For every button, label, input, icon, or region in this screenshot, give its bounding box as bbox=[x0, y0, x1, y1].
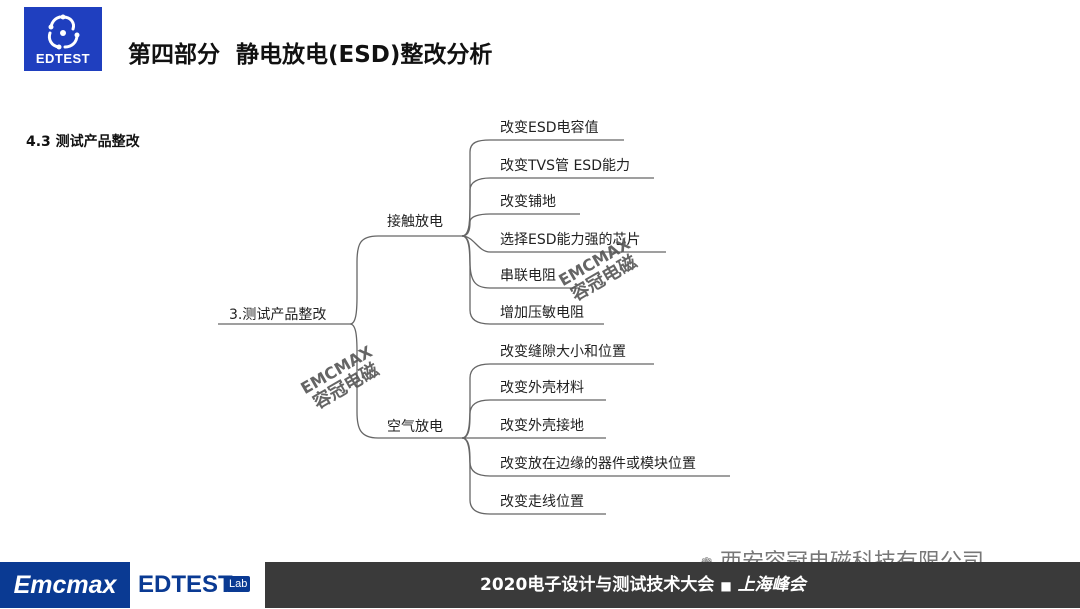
mindmap-root: 3.测试产品整改 bbox=[229, 307, 327, 323]
conference-title: 2020电子设计与测试技术大会■上海峰会 bbox=[480, 575, 806, 595]
mindmap-connectors bbox=[218, 139, 730, 515]
section-label: 4.3 测试产品整改 bbox=[26, 134, 140, 150]
mindmap-item: 改变走线位置 bbox=[500, 494, 584, 510]
mindmap-item: 改变放在边缘的器件或模块位置 bbox=[500, 456, 696, 472]
mindmap-item: 增加压敏电阻 bbox=[500, 305, 584, 321]
mindmap-item: 改变TVS管 ESD能力 bbox=[500, 158, 630, 174]
branch-contact-discharge: 接触放电 bbox=[387, 214, 443, 230]
mindmap-item: 改变ESD电容值 bbox=[500, 120, 599, 136]
footer-bar: Emcmax EDTEST Lab 2020电子设计与测试技术大会■上海峰会 bbox=[0, 562, 1080, 608]
mindmap-item: 改变铺地 bbox=[500, 194, 556, 210]
slide-title: 第四部分 静电放电(ESD)整改分析 bbox=[128, 42, 493, 68]
mindmap-item: 串联电阻 bbox=[500, 268, 556, 284]
branch-air-discharge: 空气放电 bbox=[387, 419, 443, 435]
circuit-logo-icon bbox=[47, 14, 80, 50]
edtest-lab-logo: EDTEST Lab bbox=[130, 562, 265, 608]
emcmax-logo: Emcmax bbox=[0, 562, 130, 608]
mindmap-item: 选择ESD能力强的芯片 bbox=[500, 232, 641, 248]
mindmap-item: 改变外壳接地 bbox=[500, 418, 584, 434]
mindmap-item: 改变外壳材料 bbox=[500, 380, 584, 396]
logo-text: EDTEST bbox=[35, 51, 91, 66]
edtest-logo: EDTEST bbox=[24, 7, 102, 71]
mindmap-item: 改变缝隙大小和位置 bbox=[500, 344, 626, 360]
